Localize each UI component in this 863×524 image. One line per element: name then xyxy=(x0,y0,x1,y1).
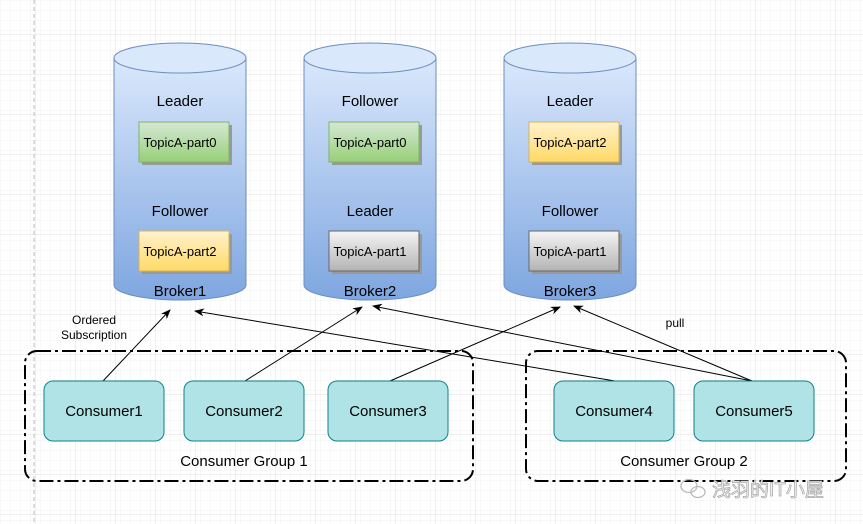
consumer-box[interactable] xyxy=(183,380,305,442)
consumer-1[interactable]: Consumer1 xyxy=(43,380,165,442)
consumer-box[interactable] xyxy=(693,380,815,442)
consumer-4[interactable]: Consumer4 xyxy=(553,380,675,442)
lower-role: Follower xyxy=(542,203,599,220)
arrow-consumer5-broker3 xyxy=(573,305,753,382)
arrow-consumer1-broker1 xyxy=(102,309,171,382)
consumer-label: Consumer1 xyxy=(65,403,143,420)
consumer-5[interactable]: Consumer5 xyxy=(693,380,815,442)
cylinder-top xyxy=(503,42,637,74)
consumer-group-1-label: Consumer Group 1 xyxy=(180,453,308,470)
partition-box[interactable] xyxy=(138,121,230,163)
arrow-consumer3-broker3 xyxy=(389,306,561,382)
consumer-label: Consumer3 xyxy=(349,403,427,420)
partition-label: TopicA-part0 xyxy=(144,135,217,150)
lower-role: Follower xyxy=(152,203,209,220)
consumer-label: Consumer5 xyxy=(715,403,793,420)
partition-label: TopicA-part2 xyxy=(534,135,607,150)
consumer-box[interactable] xyxy=(327,380,449,442)
wechat-icon xyxy=(680,478,706,499)
consumer-label: Consumer4 xyxy=(575,403,653,420)
partition-box[interactable] xyxy=(328,121,420,163)
lower-role: Leader xyxy=(347,203,394,220)
consumer-label: Consumer2 xyxy=(205,403,283,420)
consumer-box[interactable] xyxy=(43,380,165,442)
subscription-label: Subscription xyxy=(61,328,127,342)
broker-name: Broker2 xyxy=(344,283,397,300)
cylinder-top xyxy=(303,42,437,74)
consumer-group-1-box[interactable] xyxy=(24,350,474,482)
consumer-3[interactable]: Consumer3 xyxy=(327,380,449,442)
partition-label: TopicA-part1 xyxy=(534,244,607,259)
partition-box[interactable] xyxy=(138,230,230,272)
ordered-label: Ordered xyxy=(72,313,116,327)
consumer-2[interactable]: Consumer2 xyxy=(183,380,305,442)
arrow-consumer4-broker1 xyxy=(194,308,616,382)
watermark: 浅羽的IT小屋 xyxy=(712,479,824,501)
consumer-box[interactable] xyxy=(553,380,675,442)
arrow-consumer2-broker2 xyxy=(244,306,363,382)
consumer-group-2-label: Consumer Group 2 xyxy=(620,453,748,470)
partition-box[interactable] xyxy=(528,121,620,163)
partition-box[interactable] xyxy=(528,230,620,272)
upper-role: Follower xyxy=(342,93,399,110)
upper-role: Leader xyxy=(157,93,204,110)
partition-box[interactable] xyxy=(328,230,420,272)
broker-name: Broker3 xyxy=(544,283,597,300)
cylinder-top xyxy=(113,42,247,74)
upper-role: Leader xyxy=(547,93,594,110)
consumer-group-2-box[interactable] xyxy=(525,350,847,482)
broker-name: Broker1 xyxy=(154,283,207,300)
partition-label: TopicA-part1 xyxy=(334,244,407,259)
pull-label: pull xyxy=(666,316,685,330)
partition-label: TopicA-part0 xyxy=(334,135,407,150)
partition-label: TopicA-part2 xyxy=(144,244,217,259)
arrow-consumer5-broker2 xyxy=(372,303,753,382)
